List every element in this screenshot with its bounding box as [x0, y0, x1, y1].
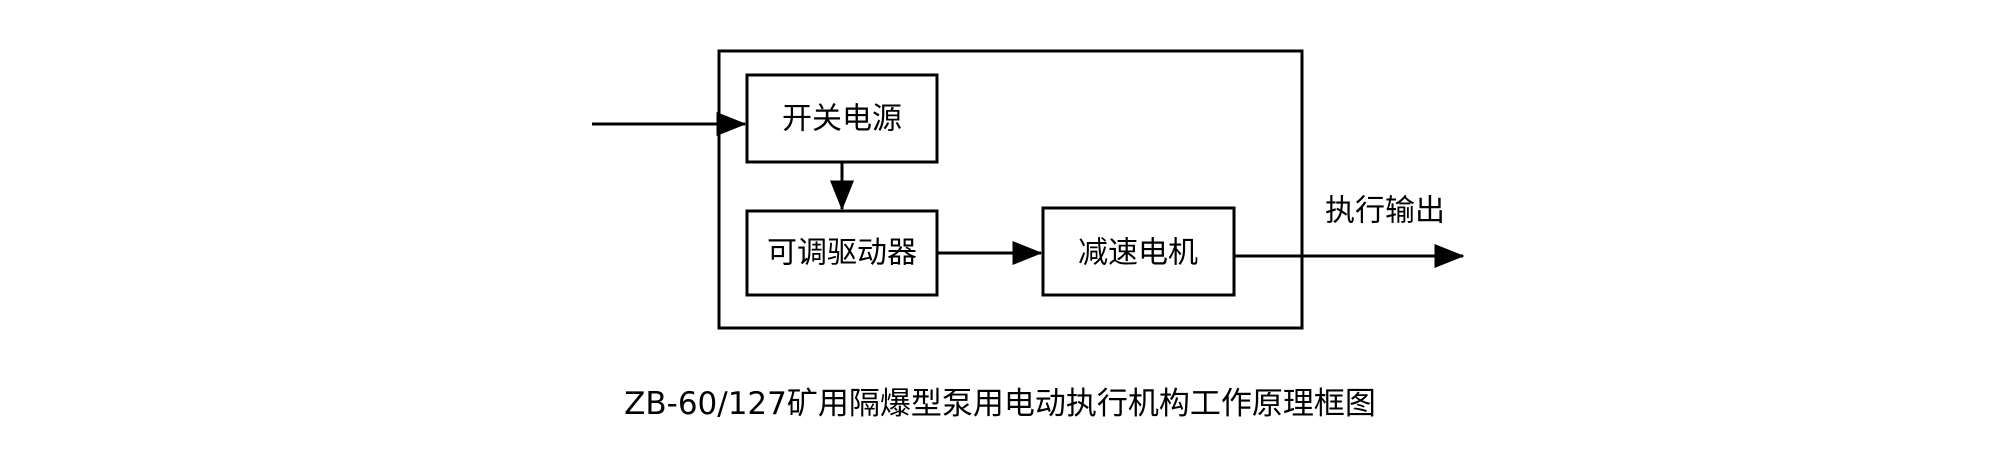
block-gear-motor	[1041, 206, 1236, 297]
block-adjustable-driver-label: 可调驱动器	[767, 236, 917, 271]
block-adjustable-driver	[745, 209, 939, 297]
output-label: 执行输出	[1325, 194, 1445, 229]
block-switching-power-supply-label: 开关电源	[782, 102, 902, 137]
figure-caption: ZB-60/127矿用隔爆型泵用电动执行机构工作原理框图	[624, 386, 1376, 422]
block-gear-motor-label: 减速电机	[1078, 236, 1198, 271]
enclosure-box	[717, 49, 1304, 330]
block-switching-power-supply	[745, 73, 939, 164]
